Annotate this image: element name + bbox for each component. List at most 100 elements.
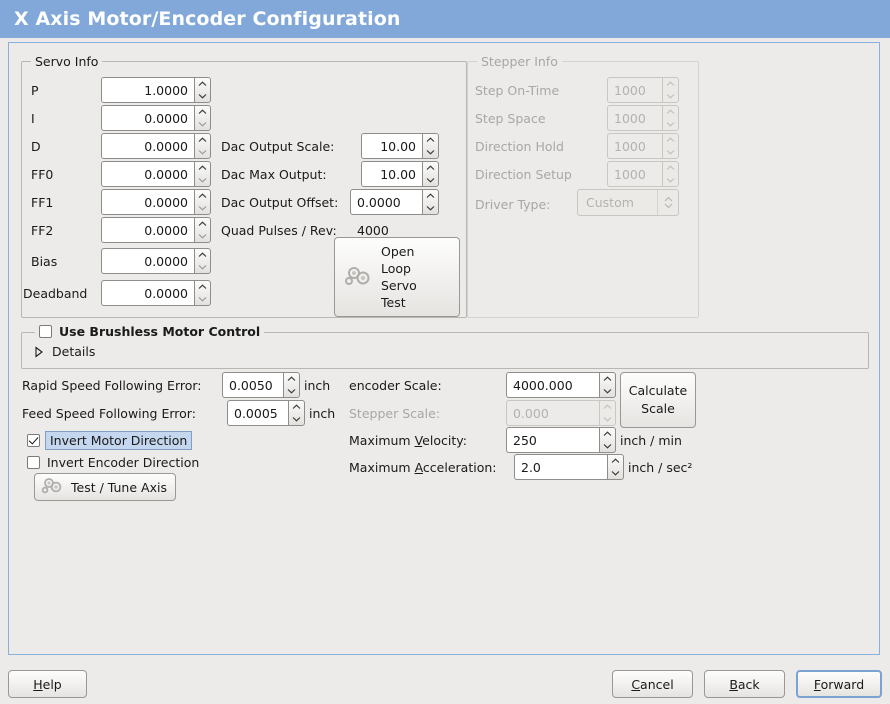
spin-up-icon[interactable] <box>195 281 210 293</box>
spin-down-icon[interactable] <box>608 467 623 479</box>
dac-max-output-stepper-buttons[interactable] <box>422 161 439 187</box>
maximum-velocity-stepper-buttons[interactable] <box>599 427 616 453</box>
dac-output-scale-stepper-buttons[interactable] <box>422 133 439 159</box>
maximum-acceleration-label: Maximum Acceleration: <box>349 460 496 475</box>
open-loop-servo-test-button[interactable]: Open Loop Servo Test <box>334 237 460 317</box>
servo-p-stepper-buttons[interactable] <box>194 77 211 103</box>
dialog-button-bar: Help Cancel Back Forward <box>0 660 890 704</box>
help-button[interactable]: Help <box>8 670 87 698</box>
feed-speed-following-error-value[interactable]: 0.0005 <box>227 400 288 426</box>
invert-motor-direction-checkbox[interactable]: Invert Motor Direction <box>27 431 193 450</box>
feed-speed-following-error-spinbox[interactable]: 0.0005 <box>227 400 305 426</box>
spin-up-icon[interactable] <box>195 190 210 202</box>
spin-down-icon[interactable] <box>195 202 210 214</box>
encoder-scale-value[interactable]: 4000.000 <box>506 372 599 398</box>
checkbox-box[interactable] <box>39 325 52 338</box>
spin-up-icon[interactable] <box>423 190 438 202</box>
spin-down-icon[interactable] <box>195 118 210 130</box>
maximum-acceleration-spinbox[interactable]: 2.0 <box>514 454 624 480</box>
spin-up-icon[interactable] <box>195 249 210 261</box>
cancel-button[interactable]: Cancel <box>612 670 693 698</box>
servo-d-value[interactable]: 0.0000 <box>101 133 194 159</box>
checkbox-box[interactable] <box>27 456 40 469</box>
servo-i-stepper-buttons[interactable] <box>194 105 211 131</box>
spin-down-icon[interactable] <box>195 293 210 305</box>
dac-output-scale-value[interactable]: 10.00 <box>361 133 422 159</box>
maximum-acceleration-value[interactable]: 2.0 <box>514 454 607 480</box>
servo-p-spinbox[interactable]: 1.0000 <box>101 77 211 103</box>
servo-i-spinbox[interactable]: 0.0000 <box>101 105 211 131</box>
spin-down-icon[interactable] <box>600 440 615 452</box>
spin-down-icon[interactable] <box>423 202 438 214</box>
spin-up-icon[interactable] <box>289 401 304 413</box>
spin-up-icon[interactable] <box>195 106 210 118</box>
spin-up-icon[interactable] <box>423 162 438 174</box>
spin-up-icon[interactable] <box>600 428 615 440</box>
servo-ff0-value[interactable]: 0.0000 <box>101 161 194 187</box>
spin-up-icon[interactable] <box>600 373 615 385</box>
dac-output-offset-spinbox[interactable]: 0.0000 <box>350 189 439 215</box>
spin-up-icon[interactable] <box>423 134 438 146</box>
calculate-scale-button[interactable]: Calculate Scale <box>620 372 696 428</box>
servo-deadband-value[interactable]: 0.0000 <box>101 280 194 306</box>
spin-up-icon[interactable] <box>195 162 210 174</box>
maximum-acceleration-unit: inch / sec² <box>628 460 693 475</box>
servo-ff1-stepper-buttons[interactable] <box>194 189 211 215</box>
encoder-scale-stepper-buttons[interactable] <box>599 372 616 398</box>
spin-down-icon[interactable] <box>195 90 210 102</box>
spin-down-icon[interactable] <box>423 146 438 158</box>
spin-down-icon[interactable] <box>195 174 210 186</box>
details-expander[interactable]: Details <box>34 344 95 359</box>
spin-down-icon[interactable] <box>284 385 299 397</box>
servo-ff1-value[interactable]: 0.0000 <box>101 189 194 215</box>
maximum-acceleration-stepper-buttons[interactable] <box>607 454 624 480</box>
checkbox-box[interactable] <box>27 434 40 447</box>
back-button[interactable]: Back <box>704 670 785 698</box>
servo-ff0-spinbox[interactable]: 0.0000 <box>101 161 211 187</box>
servo-deadband-stepper-buttons[interactable] <box>194 280 211 306</box>
servo-i-value[interactable]: 0.0000 <box>101 105 194 131</box>
spin-down-icon[interactable] <box>600 385 615 397</box>
maximum-velocity-spinbox[interactable]: 250 <box>506 427 616 453</box>
maximum-velocity-value[interactable]: 250 <box>506 427 599 453</box>
servo-ff2-stepper-buttons[interactable] <box>194 217 211 243</box>
servo-bias-value[interactable]: 0.0000 <box>101 248 194 274</box>
forward-button[interactable]: Forward <box>796 670 882 698</box>
servo-bias-spinbox[interactable]: 0.0000 <box>101 248 211 274</box>
spin-up-icon[interactable] <box>608 455 623 467</box>
encoder-scale-spinbox[interactable]: 4000.000 <box>506 372 616 398</box>
test-tune-axis-button[interactable]: Test / Tune Axis <box>34 473 176 501</box>
rapid-speed-following-error-value[interactable]: 0.0050 <box>222 372 283 398</box>
spin-up-icon[interactable] <box>195 78 210 90</box>
feed-following-error-stepper-buttons[interactable] <box>288 400 305 426</box>
servo-ff0-stepper-buttons[interactable] <box>194 161 211 187</box>
servo-ff1-spinbox[interactable]: 0.0000 <box>101 189 211 215</box>
dac-output-offset-stepper-buttons[interactable] <box>422 189 439 215</box>
servo-ff2-spinbox[interactable]: 0.0000 <box>101 217 211 243</box>
dac-max-output-value[interactable]: 10.00 <box>361 161 422 187</box>
spin-down-icon[interactable] <box>423 174 438 186</box>
rapid-following-error-stepper-buttons[interactable] <box>283 372 300 398</box>
invert-encoder-direction-checkbox[interactable]: Invert Encoder Direction <box>27 455 199 470</box>
spin-down-icon[interactable] <box>289 413 304 425</box>
servo-p-value[interactable]: 1.0000 <box>101 77 194 103</box>
use-brushless-motor-control-checkbox[interactable]: Use Brushless Motor Control <box>35 324 265 339</box>
servo-deadband-spinbox[interactable]: 0.0000 <box>101 280 211 306</box>
servo-d-spinbox[interactable]: 0.0000 <box>101 133 211 159</box>
chevron-right-icon[interactable] <box>34 345 44 358</box>
servo-d-stepper-buttons[interactable] <box>194 133 211 159</box>
spin-down-icon[interactable] <box>195 146 210 158</box>
dac-output-offset-value[interactable]: 0.0000 <box>350 189 422 215</box>
rapid-speed-following-error-spinbox[interactable]: 0.0050 <box>222 372 300 398</box>
combo-arrows-icon <box>657 190 678 215</box>
spin-up-icon[interactable] <box>195 218 210 230</box>
dac-output-scale-spinbox[interactable]: 10.00 <box>361 133 439 159</box>
servo-ff2-value[interactable]: 0.0000 <box>101 217 194 243</box>
spin-down-icon[interactable] <box>195 230 210 242</box>
spin-up-icon[interactable] <box>284 373 299 385</box>
spin-down-icon[interactable] <box>195 261 210 273</box>
window-title: X Axis Motor/Encoder Configuration <box>14 8 401 30</box>
dac-max-output-spinbox[interactable]: 10.00 <box>361 161 439 187</box>
servo-bias-stepper-buttons[interactable] <box>194 248 211 274</box>
spin-up-icon[interactable] <box>195 134 210 146</box>
